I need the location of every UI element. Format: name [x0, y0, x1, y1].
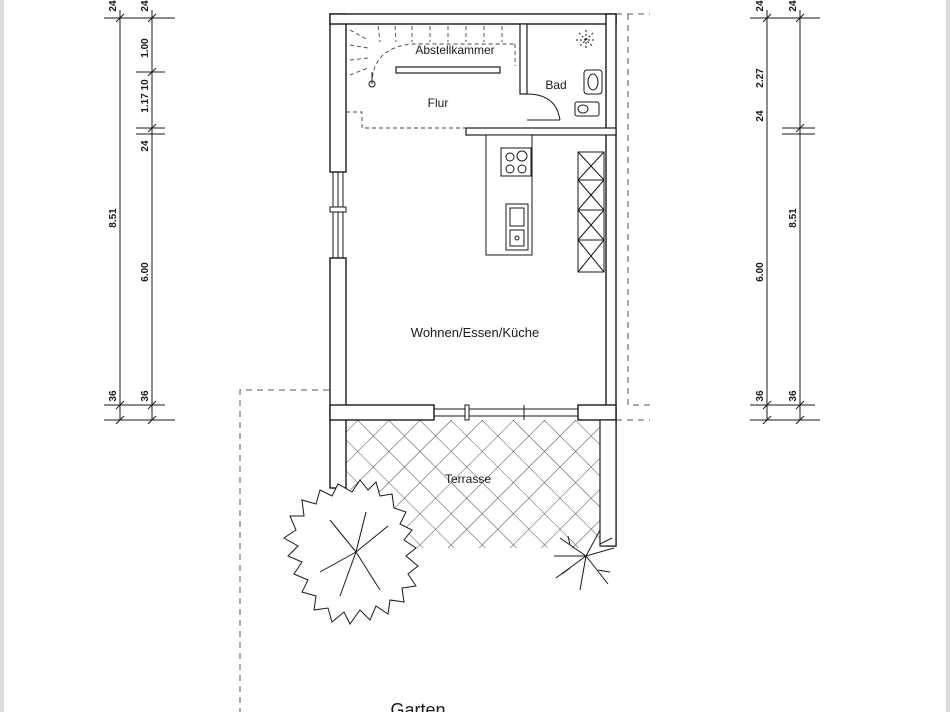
dim-left-overall-bottom: 36	[108, 390, 119, 402]
bath-fixtures	[574, 30, 603, 117]
dim-right-overall: 8.51	[788, 208, 799, 228]
sink-icon	[583, 69, 603, 95]
dim-left-seg-4: 6.00	[140, 262, 151, 282]
dimension-labels-left: 24 24 1.00 1.17 10 24 8.51 6.00 36 36	[108, 0, 151, 402]
room-label-terrace: Terrasse	[445, 472, 491, 486]
kitchen-sink-icon	[505, 203, 529, 251]
plot-boundary	[239, 13, 650, 712]
room-label-garden: Garten	[390, 700, 445, 712]
stair-arrow	[368, 72, 376, 88]
dim-right-seg-1: 2.27	[755, 68, 766, 88]
dim-right-inner-top: 24	[788, 0, 799, 12]
room-label-bath: Bad	[545, 78, 566, 92]
page-edge-right	[946, 0, 950, 712]
kitchen-counter	[577, 151, 605, 273]
room-label-hall: Flur	[428, 96, 449, 110]
shower-icon	[576, 30, 596, 50]
dimension-chain-right	[750, 10, 820, 425]
dim-left-seg-3: 24	[140, 140, 151, 152]
terrace-door	[434, 404, 578, 421]
dim-left-seg-5: 36	[140, 390, 151, 402]
dim-left-overall: 8.51	[108, 208, 119, 228]
dim-right-overall-bottom: 36	[788, 390, 799, 402]
toilet-icon	[574, 101, 600, 117]
terrace-side-wall	[599, 419, 617, 547]
tree-large	[283, 479, 419, 625]
stairs	[346, 25, 516, 129]
dim-right-outer-top: 24	[755, 0, 766, 12]
window-left	[329, 172, 347, 258]
dim-right-seg-4: 36	[755, 390, 766, 402]
dim-left-seg-2: 1.17 10	[140, 79, 151, 113]
cooktop-icon	[500, 147, 532, 177]
bath-door	[526, 93, 561, 121]
dim-left-seg-1: 1.00	[140, 38, 151, 58]
dimension-labels-right: 24 24 2.27 24 8.51 6.00 36 36	[755, 0, 799, 402]
tree-small	[554, 529, 615, 591]
dim-left-outer-top: 24	[108, 0, 119, 12]
page-edge-left	[0, 0, 4, 712]
dim-right-seg-3: 6.00	[755, 262, 766, 282]
room-label-storage: Abstellkammer	[415, 43, 494, 57]
dimension-chain-left	[104, 10, 175, 425]
dim-left-inner-top: 24	[140, 0, 151, 12]
room-label-living: Wohnen/Essen/Küche	[411, 325, 539, 340]
interior-walls	[395, 23, 617, 136]
kitchen-island	[485, 134, 533, 256]
dim-right-seg-2: 24	[755, 110, 766, 122]
